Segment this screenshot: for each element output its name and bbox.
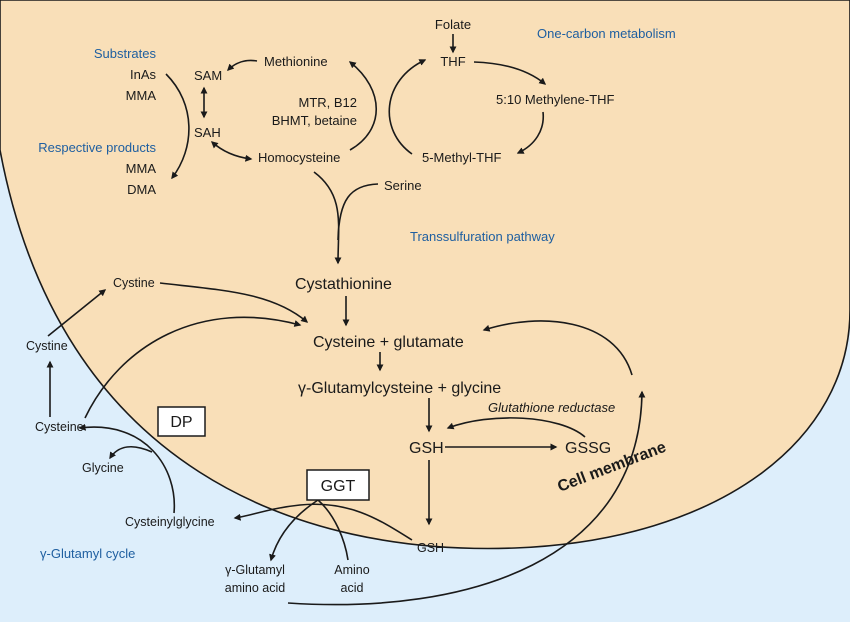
cystine-outer-to-inner-arrow — [47, 289, 107, 337]
cysteinylglycine-to-cysteine-arrow — [78, 423, 176, 514]
ggt-enzyme-box: GGT — [306, 469, 370, 501]
cystathionine-node: Cystathionine — [295, 276, 392, 293]
substrates-heading: Substrates — [94, 46, 157, 61]
methylene-to-methyl-arrow — [516, 111, 544, 154]
cysteine-uptake-arrow — [84, 316, 302, 419]
methionine-node: Methionine — [264, 54, 328, 69]
sam-node: SAM — [194, 68, 222, 83]
gsh-node: GSH — [409, 440, 444, 457]
transsulfuration-label: Transsulfuration pathway — [410, 229, 555, 244]
ggt-to-gamma-glutamyl-arrow — [269, 499, 319, 562]
cofactors-bhmt-betaine: BHMT, betaine — [272, 113, 357, 128]
methylation-arrow — [165, 73, 190, 180]
gssg-node: GSSG — [565, 440, 611, 457]
glutamylcysteine-glycine-node: γ-Glutamylcysteine + glycine — [298, 380, 501, 397]
gsh-outside-node: GSH — [417, 541, 444, 555]
homocysteine-to-cystathionine-arrow — [313, 171, 342, 265]
homocysteine-to-methionine-arrow — [348, 61, 378, 151]
gamma-glutamyl-amino-acid-line2: amino acid — [225, 581, 285, 595]
gsh-to-cysteinylglycine-arrow — [233, 503, 413, 541]
ggt-box-frame — [306, 469, 370, 501]
cofactors-mtr-b12: MTR, B12 — [298, 95, 357, 110]
glutamate-recycle-arrow — [482, 320, 633, 376]
cysteine-glutamate-node: Cysteine + glutamate — [313, 334, 464, 351]
glutathione-reductase-label: Glutathione reductase — [488, 400, 615, 415]
ggt-label: GGT — [321, 478, 356, 495]
sah-node: SAH — [194, 125, 221, 140]
cysteine-node: Cysteine — [35, 420, 84, 434]
dp-enzyme-box: DP — [157, 406, 206, 437]
cystine-to-cysteine-arrow — [159, 282, 309, 323]
product-mma: MMA — [126, 161, 157, 176]
cell-interior — [0, 0, 850, 550]
cystine-outer-node: Cystine — [26, 339, 68, 353]
amino-acid-input-line — [317, 499, 349, 561]
cystine-inner-node: Cystine — [113, 276, 155, 290]
cysteinylglycine-node: Cysteinylglycine — [125, 515, 215, 529]
gssg-to-gsh-arrow — [446, 417, 586, 438]
serine-node: Serine — [384, 178, 422, 193]
thf-to-methylene-arrow — [473, 61, 547, 85]
product-dma: DMA — [127, 182, 156, 197]
homocysteine-node: Homocysteine — [258, 150, 340, 165]
folate-node: Folate — [435, 17, 471, 32]
one-carbon-label: One-carbon metabolism — [537, 26, 676, 41]
substrate-inas: InAs — [130, 67, 157, 82]
gamma-glutamyl-reentry-arrow — [287, 390, 646, 606]
serine-join-line — [337, 183, 379, 241]
methylene-thf-node: 5:10 Methylene-THF — [496, 92, 615, 107]
thf-node: THF — [440, 54, 465, 69]
amino-acid-line2: acid — [341, 581, 364, 595]
amino-acid-line1: Amino — [334, 563, 369, 577]
substrate-mma: MMA — [126, 88, 157, 103]
methyl-thf-to-thf-arrow — [388, 59, 427, 155]
dp-box-frame — [157, 406, 206, 437]
methyl-thf-node: 5-Methyl-THF — [422, 150, 502, 165]
glycine-release-arrow — [109, 445, 153, 460]
methionine-to-sam-arrow — [227, 59, 258, 71]
gamma-glutamyl-cycle-label: γ-Glutamyl cycle — [40, 546, 135, 561]
sah-homocysteine-arrow — [210, 141, 253, 162]
products-heading: Respective products — [38, 140, 156, 155]
glycine-node: Glycine — [82, 461, 124, 475]
dp-label: DP — [170, 414, 192, 431]
gamma-glutamyl-amino-acid-line1: γ-Glutamyl — [225, 563, 285, 577]
